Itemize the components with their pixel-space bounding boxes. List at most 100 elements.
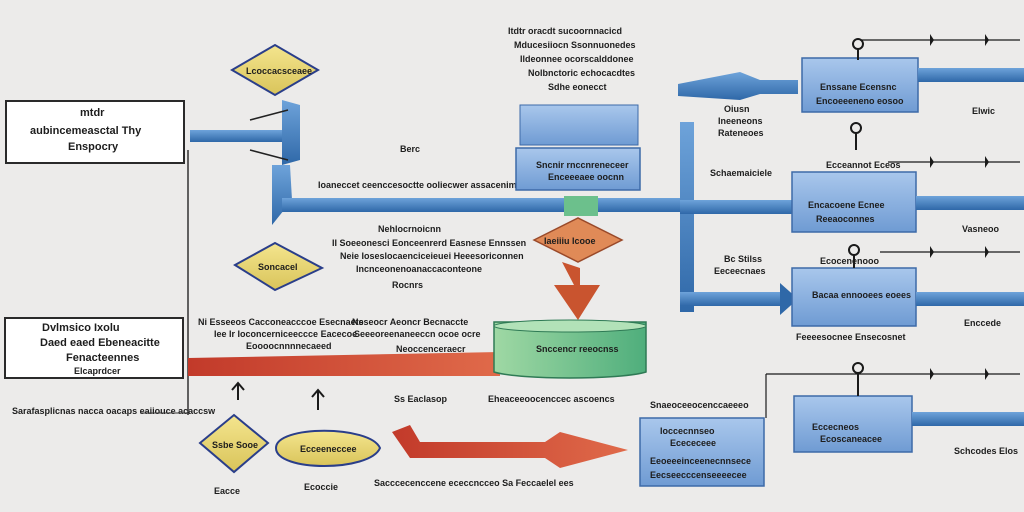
right-lower-pipe [680, 292, 784, 306]
red-main-arrow [188, 352, 500, 376]
center-header-line1: Itdtr oracdt sucoornnacicd [508, 26, 622, 36]
left-bottom-caption: Sarafasplicnas nacca oacaps eaiiouce aca… [12, 406, 216, 416]
center-header-line2: Mducesiiocn Ssonnuonedes [514, 40, 636, 50]
right-pipe-2 [916, 196, 1024, 210]
right-box-2-line1: Ecceannot Eceos [826, 160, 901, 170]
up-arrow-mid [311, 388, 325, 410]
right-box-3-line1: Ecocenenooo [820, 256, 880, 266]
green-tank: Snccencr reeocnss [493, 319, 647, 379]
center-upper-box-sub: Enceeeaee oocnn [548, 172, 624, 182]
diamond-bottom-mid-caption: Ecoccie [304, 482, 338, 492]
right-horizontal-pipe [680, 200, 798, 214]
right-label-schaemaicle: Schaemaiciele [710, 168, 772, 178]
diamond-bottom-mid: Ecceeneccee [274, 429, 382, 467]
right-box-5-line3: Eeoeeeinceenecnnsece [650, 456, 751, 466]
label-pipe: Ioaneccet ceenccesoctte ooliecwer assace… [318, 180, 527, 190]
right-pipe-4 [912, 412, 1024, 426]
label-berc: Berc [400, 144, 420, 154]
right-label-elwic: Elwic [972, 106, 995, 116]
right-label-enccede: Enccede [964, 318, 1001, 328]
right-row-2: Seeeoreenaneeccn ocoe ocre [354, 329, 481, 339]
right-label-bc-stiles: Bc Stilss [724, 254, 762, 264]
right-label-vaneo: Vasneoo [962, 224, 1000, 234]
right-label-schodes: Schcodes Elos [954, 446, 1018, 456]
pin-markers [848, 38, 864, 396]
left-middle-box-line3: Fenacteennes [66, 352, 139, 364]
right-lower-pipe-arrow [780, 283, 798, 315]
diamond-mid-left-label: Soncacel [258, 262, 298, 272]
tank-caption: Ss Eaclasop [394, 394, 448, 404]
right-box-2-line3: Reeaoconnes [816, 214, 875, 224]
right-caption: Snaeoceeocenccaeeeo [650, 400, 749, 410]
center-header-line4: Nolbnctoric echocacdtes [528, 68, 635, 78]
orange-diamond-label: Iaeiiiu Icooe [544, 236, 596, 246]
right-box-5-line1: Ioccecnnseo [660, 426, 715, 436]
left-top-box-line2: aubincemeasctal Thy [30, 125, 142, 137]
left-middle-box-line1: Dvlmsico Ixolu [42, 322, 120, 334]
right-box-2: Ecceannot Eceos Encacoene Ecnee Reeaocon… [791, 160, 917, 233]
green-stub [564, 196, 598, 216]
right-box-4-line2: Ecoscaneacee [820, 434, 882, 444]
diamond-bottom-left-caption: Eacce [214, 486, 240, 496]
center-upper-box: Sncnir rnccnreneceer Enceeeaee oocnn [515, 104, 641, 191]
right-row-1: Nsseocr Aeoncr Becnaccte [352, 317, 468, 327]
left-row-2: Iee Ir Ioconcerniceeccce Eacecoe [214, 329, 357, 339]
left-down-pipe [272, 165, 292, 225]
right-label-oiusn3: Rateneoes [718, 128, 764, 138]
left-top-box-line3: Enspocry [68, 141, 119, 153]
left-row-3: Eoooocnnnnecaeed [246, 341, 332, 351]
center-upper-box-label: Sncnir rnccnreneceer [536, 160, 629, 170]
right-box-1-line2: Encoeeeneno eosoo [816, 96, 904, 106]
right-vertical-pipe [680, 122, 694, 312]
mid-line3: Incnceonenoanaccaconteone [356, 264, 482, 274]
left-blue-pipe [190, 130, 290, 142]
left-row-1: Ni Esseeos Cacconeacccoe Esecnaete [198, 317, 364, 327]
right-connector-lines [765, 39, 1020, 418]
diamond-bottom-mid-label: Ecceeneccee [300, 444, 357, 454]
up-arrow-left [231, 381, 245, 400]
left-arrow-strokes [249, 109, 289, 161]
diamond-mid-left: Soncacel [233, 241, 325, 292]
right-box-5: Ioccecnnseo Ecececeee Eeoeeeinceenecnnse… [639, 417, 765, 487]
right-box-4: Eccecneos Ecoscaneacee [793, 395, 913, 453]
left-top-box-line1: mtdr [80, 107, 105, 119]
green-tank-label: Snccencr reeocnss [536, 344, 619, 354]
right-label-oiusn2: Ineeneons [718, 116, 763, 126]
mid-line1: II Soeeonesci Eonceenrerd Easnese Ennsse… [332, 238, 526, 248]
mid-line2: Neie Ioseslocaenciceieuei Heeesoriconnen [340, 251, 524, 261]
right-box-2-line2: Encacoene Ecnee [808, 200, 885, 210]
left-middle-box-line2: Daed eaed Ebeneacitte [40, 337, 160, 349]
right-pipe-1 [918, 68, 1024, 82]
right-label-bc-stiles2: Eeceecnaes [714, 266, 766, 276]
right-box-4-line1: Eccecneos [812, 422, 859, 432]
right-pipe-3 [916, 292, 1024, 306]
left-top-box: mtdr aubincemeasctal Thy Enspocry [5, 100, 185, 164]
right-label-oiusn: Oiusn [724, 104, 750, 114]
right-row-3: Neoccenceraecr [396, 344, 466, 354]
main-horizontal-pipe [282, 198, 682, 212]
mid-line4: Rocnrs [392, 280, 423, 290]
tank-caption-2: Eheaceeoocenccec ascoencs [488, 394, 615, 404]
center-header-line5: Sdhe eonecct [548, 82, 607, 92]
right-box-3-line2: Bacaa ennooees eoees [812, 290, 911, 300]
red-bottom-arrow [392, 425, 628, 468]
top-blue-arrow [678, 72, 798, 100]
right-box-3-line3: Feeeesocnee Ensecosnet [796, 332, 906, 342]
bottom-row: Sacccecenccene ececcncceo Sa Feccaelel e… [374, 478, 574, 488]
diamond-bottom-left: Ssbe Sooe [198, 413, 270, 474]
center-header-line3: Ildeonnee ocorscalddonee [520, 54, 634, 64]
left-blue-pipe-block [282, 100, 300, 165]
line-markers [930, 34, 989, 380]
diamond-top-left: Lcoccacsceaee [230, 43, 320, 97]
right-box-5-line2: Ecececeee [670, 438, 716, 448]
orange-down-arrow [554, 262, 600, 320]
diamond-bottom-left-label: Ssbe Sooe [212, 440, 258, 450]
right-box-1: Enssane Ecensnc Encoeeeneno eosoo [801, 57, 919, 113]
right-box-3: Ecocenenooo Bacaa ennooees eoees Feeeeso… [791, 256, 917, 342]
left-middle-box: Dvlmsico Ixolu Daed eaed Ebeneacitte Fen… [4, 317, 184, 379]
diamond-top-left-label: Lcoccacsceaee [246, 66, 312, 76]
right-box-1-line1: Enssane Ecensnc [820, 82, 897, 92]
left-middle-box-line4: Elcaprdcer [74, 366, 121, 376]
mid-title: Nehlocrnoicnn [378, 224, 441, 234]
